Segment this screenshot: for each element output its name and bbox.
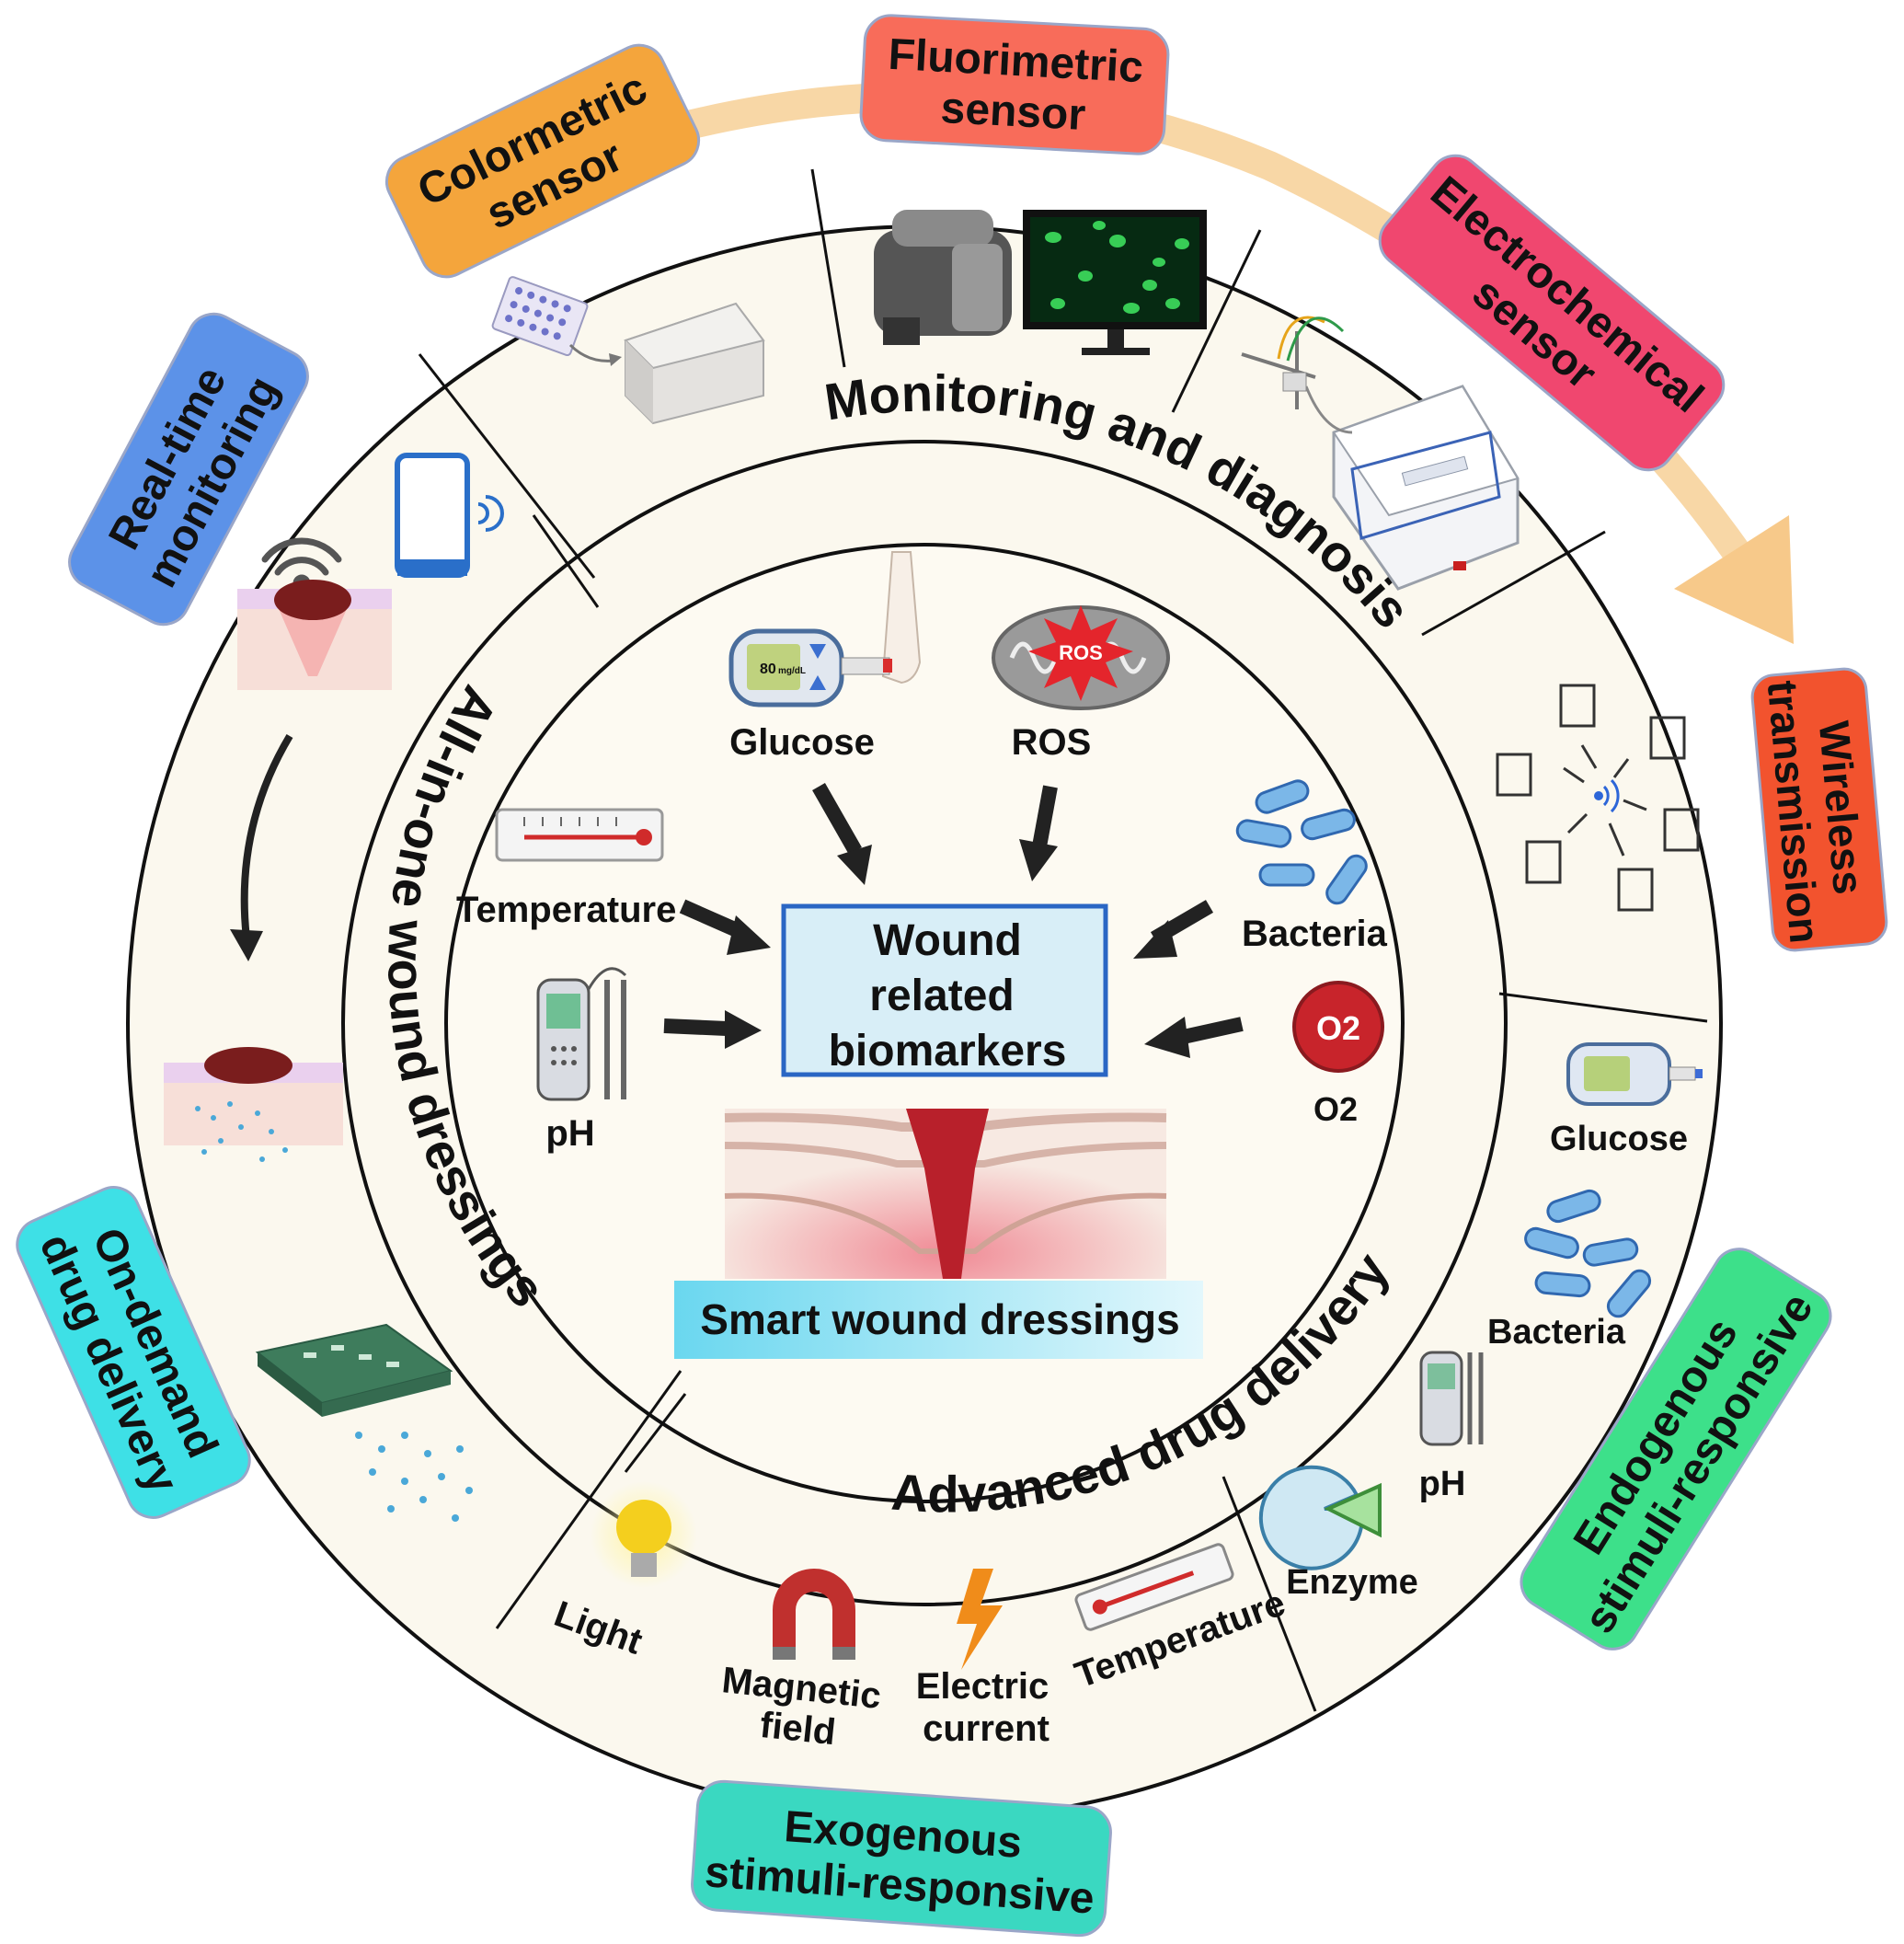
o2-badge: O2 (1316, 1009, 1360, 1047)
middle-dividers (532, 514, 687, 1473)
tag-wireless-transmission: Wireless transmission (1750, 667, 1888, 952)
biomarker-arrows (663, 783, 1244, 1058)
fluorimetric-instrument-icon (874, 210, 1012, 345)
endogenous-glucose-meter-icon (1566, 1042, 1703, 1106)
magnetic-field-label-2: field (758, 1705, 837, 1753)
glucose-label: Glucose (729, 722, 875, 763)
flow-arrow-head (230, 929, 263, 961)
hub-line-1: Wound (873, 916, 1022, 965)
tag-exogenous-stimuli: Exogenous stimuli-responsive (691, 1779, 1112, 1938)
hub-line-3: biomarkers (829, 1027, 1067, 1076)
ph-label: pH (545, 1113, 594, 1154)
exo-thermometer-icon (1074, 1543, 1234, 1631)
ph-meter-icon (536, 967, 627, 1101)
electric-current-label-1: Electric (916, 1666, 1049, 1707)
colorimetric-plate-reader-icon (491, 276, 765, 425)
mitochondrion-icon: ROS (992, 605, 1170, 710)
workflow-arrow-head (1674, 515, 1794, 644)
smartphone-icon (395, 453, 504, 578)
bacteria-icon (1235, 779, 1368, 905)
wounded-skin-icon (237, 580, 392, 690)
lightning-icon (957, 1569, 1003, 1670)
smart-dressings-banner (674, 1281, 1203, 1359)
endo-glucose-label: Glucose (1550, 1120, 1688, 1158)
microneedle-patch-icon (255, 1323, 473, 1522)
endogenous-ph-meter-icon (1419, 1351, 1484, 1446)
wound-release-icon (164, 1047, 343, 1162)
fluorescence-monitor-icon (1023, 210, 1207, 355)
endogenous-bacteria-icon (1524, 1189, 1652, 1318)
biomarker-hub-box (781, 903, 1108, 1077)
electric-current-label-2: current (923, 1708, 1049, 1749)
thermometer-icon (495, 808, 664, 862)
outer-dividers (418, 168, 1708, 1712)
o2-label: O2 (1313, 1090, 1358, 1128)
endo-ph-label: pH (1419, 1465, 1466, 1503)
bacteria-label: Bacteria (1242, 914, 1388, 954)
magnet-icon (773, 1569, 855, 1660)
o2-icon (1292, 981, 1384, 1073)
tag-colormetric-sensor: Colormetric sensor (384, 43, 701, 279)
electrochemical-workstation-icon (1241, 316, 1520, 591)
meter-unit: mg/dL (778, 666, 806, 676)
ros-label: ROS (1012, 722, 1092, 763)
tag-fluorimetric-line-2: sensor (939, 84, 1086, 140)
ros-badge: ROS (1059, 641, 1103, 664)
hub-line-2: related (869, 972, 1014, 1020)
endo-bacteria-label: Bacteria (1487, 1313, 1626, 1352)
flow-arrow-curve (240, 733, 293, 939)
meter-reading: 80 (760, 661, 776, 677)
enzyme-icon (1258, 1465, 1382, 1570)
tag-fluorimetric-sensor: Fluorimetric sensor (859, 14, 1170, 155)
wireless-network-icon (1496, 684, 1700, 912)
temperature-label: Temperature (456, 890, 676, 930)
wound-cross-section-icon (724, 1109, 1167, 1279)
enzyme-label: Enzyme (1286, 1563, 1418, 1602)
smart-dressings-title: Smart wound dressings (700, 1295, 1179, 1343)
glucose-meter-icon: 80 mg/dL (728, 551, 922, 707)
light-bulb-icon (591, 1481, 697, 1588)
